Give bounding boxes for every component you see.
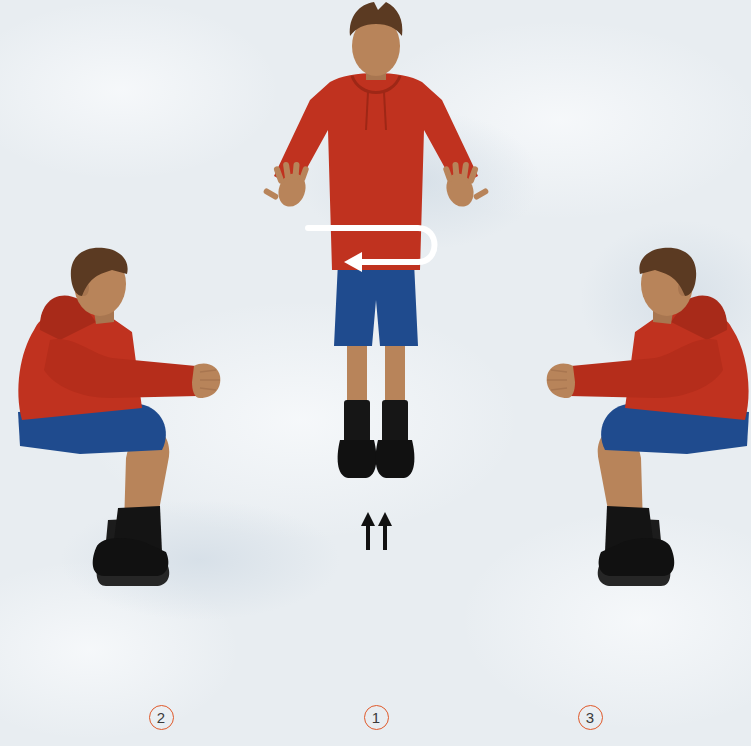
callout-circle: 2: [149, 705, 174, 730]
squat-figure: [18, 248, 220, 586]
jump-figure: [263, 2, 490, 550]
callout-circle: 1: [364, 705, 389, 730]
squat-figure: [547, 248, 749, 586]
callout-number: 2: [157, 710, 165, 725]
callout-number: 3: [586, 710, 594, 725]
callout-number: 1: [372, 710, 380, 725]
callout-circle: 3: [578, 705, 603, 730]
